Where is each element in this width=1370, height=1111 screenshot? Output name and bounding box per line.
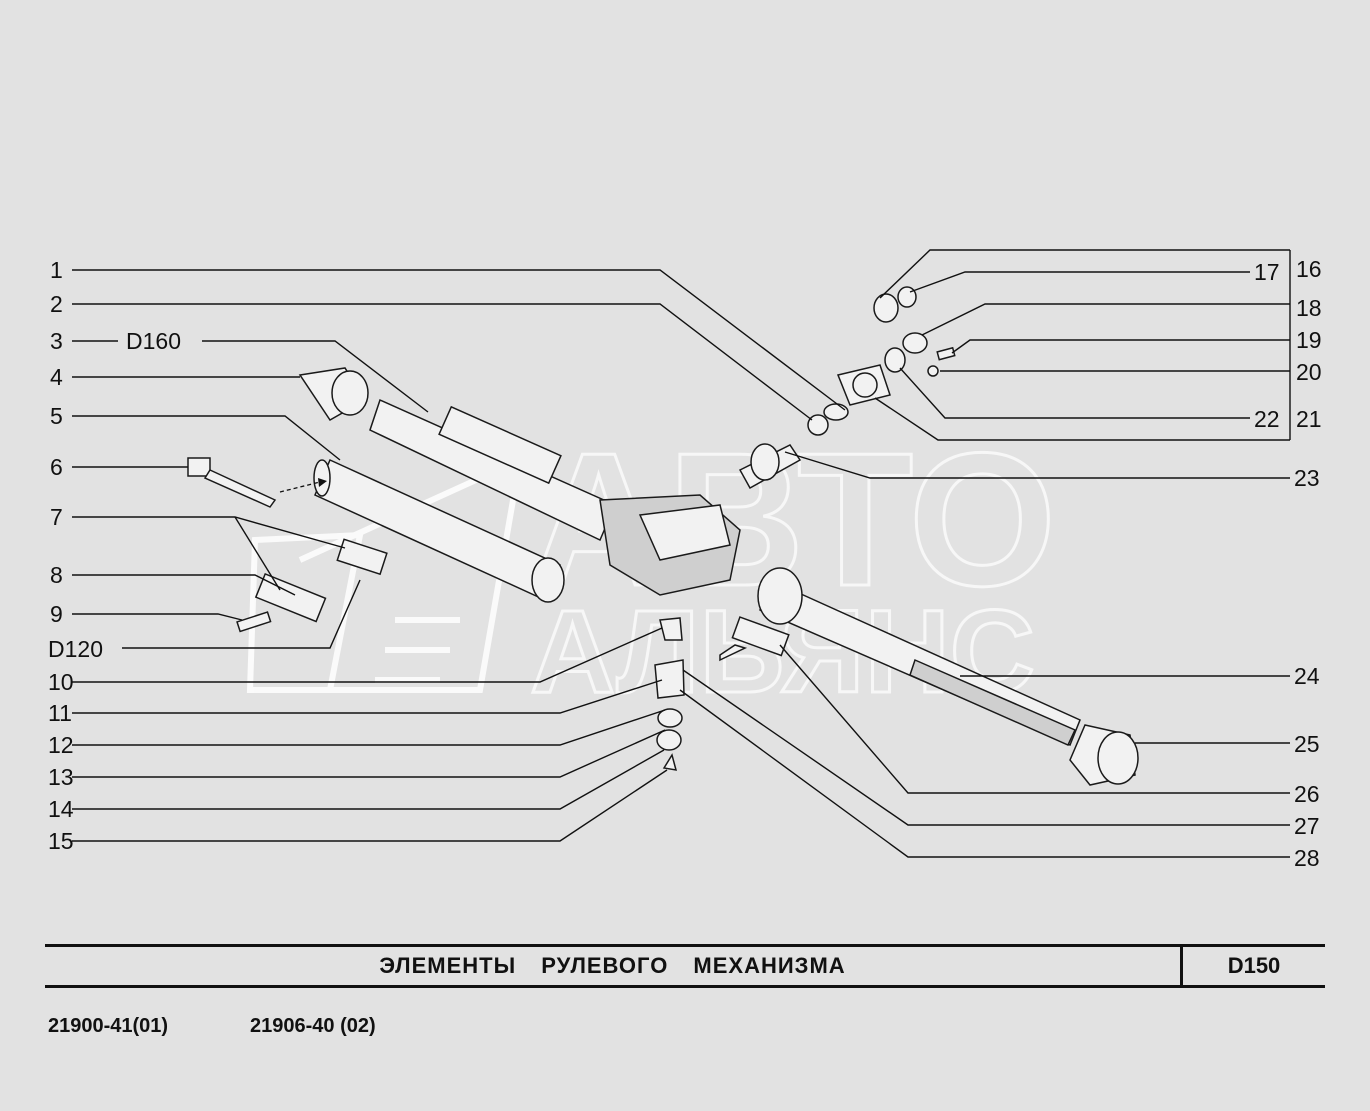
diagram-code: D150 bbox=[1227, 953, 1281, 978]
callout-5: 5 bbox=[50, 403, 63, 429]
steering-rack-assembly bbox=[369, 398, 1139, 786]
callout-9: 9 bbox=[50, 601, 63, 627]
callout-1: 1 bbox=[50, 257, 63, 283]
callout-14: 14 bbox=[48, 796, 74, 822]
cable-tie bbox=[187, 457, 277, 508]
callout-20: 20 bbox=[1296, 359, 1322, 385]
title-block: ЭЛЕМЕНТЫ РУЛЕВОГО МЕХАНИЗМА D150 bbox=[45, 944, 1325, 988]
callout-27: 27 bbox=[1294, 813, 1320, 839]
callout-19: 19 bbox=[1296, 327, 1322, 353]
callout-24: 24 bbox=[1294, 663, 1320, 689]
diagram-title: ЭЛЕМЕНТЫ РУЛЕВОГО МЕХАНИЗМА bbox=[379, 953, 846, 978]
callout-22: 22 bbox=[1254, 406, 1280, 432]
mounting-brackets bbox=[236, 538, 388, 633]
callout-8: 8 bbox=[50, 562, 63, 588]
model-code-1: 21900-41(01) bbox=[48, 1015, 169, 1037]
callout-25: 25 bbox=[1294, 731, 1320, 757]
callout-3-ref: D160 bbox=[126, 328, 181, 354]
pinion-parts bbox=[738, 286, 956, 490]
callout-26: 26 bbox=[1294, 781, 1320, 807]
leader-lines-left bbox=[72, 269, 846, 842]
callout-21: 21 bbox=[1296, 406, 1322, 432]
callout-23: 23 bbox=[1294, 465, 1320, 491]
callout-28: 28 bbox=[1294, 845, 1320, 871]
callout-2: 2 bbox=[50, 291, 63, 317]
leader-lines-right bbox=[679, 249, 1291, 858]
callout-6: 6 bbox=[50, 454, 63, 480]
callouts-right: 16 17 18 19 20 21 22 23 24 25 26 27 28 bbox=[1254, 256, 1322, 871]
callout-16: 16 bbox=[1296, 256, 1322, 282]
callout-13: 13 bbox=[48, 764, 74, 790]
callouts-left: 1 2 3 D160 4 5 6 7 8 9 D120 10 11 12 13 … bbox=[48, 257, 181, 854]
title-divider bbox=[1180, 947, 1183, 985]
callout-4: 4 bbox=[50, 364, 63, 390]
callout-18: 18 bbox=[1296, 295, 1322, 321]
protective-cap bbox=[298, 367, 369, 421]
rubber-boot-left bbox=[313, 458, 565, 603]
callout-17: 17 bbox=[1254, 259, 1280, 285]
callout-12: 12 bbox=[48, 732, 74, 758]
callout-10: 10 bbox=[48, 669, 74, 695]
callout-15: 15 bbox=[48, 828, 74, 854]
adjuster-parts bbox=[654, 616, 790, 771]
callout-11: 11 bbox=[48, 700, 72, 726]
callout-9-ref: D120 bbox=[48, 636, 103, 662]
callout-7: 7 bbox=[50, 504, 63, 530]
model-code-2: 21906-40 (02) bbox=[250, 1015, 376, 1037]
callout-3: 3 bbox=[50, 328, 63, 354]
